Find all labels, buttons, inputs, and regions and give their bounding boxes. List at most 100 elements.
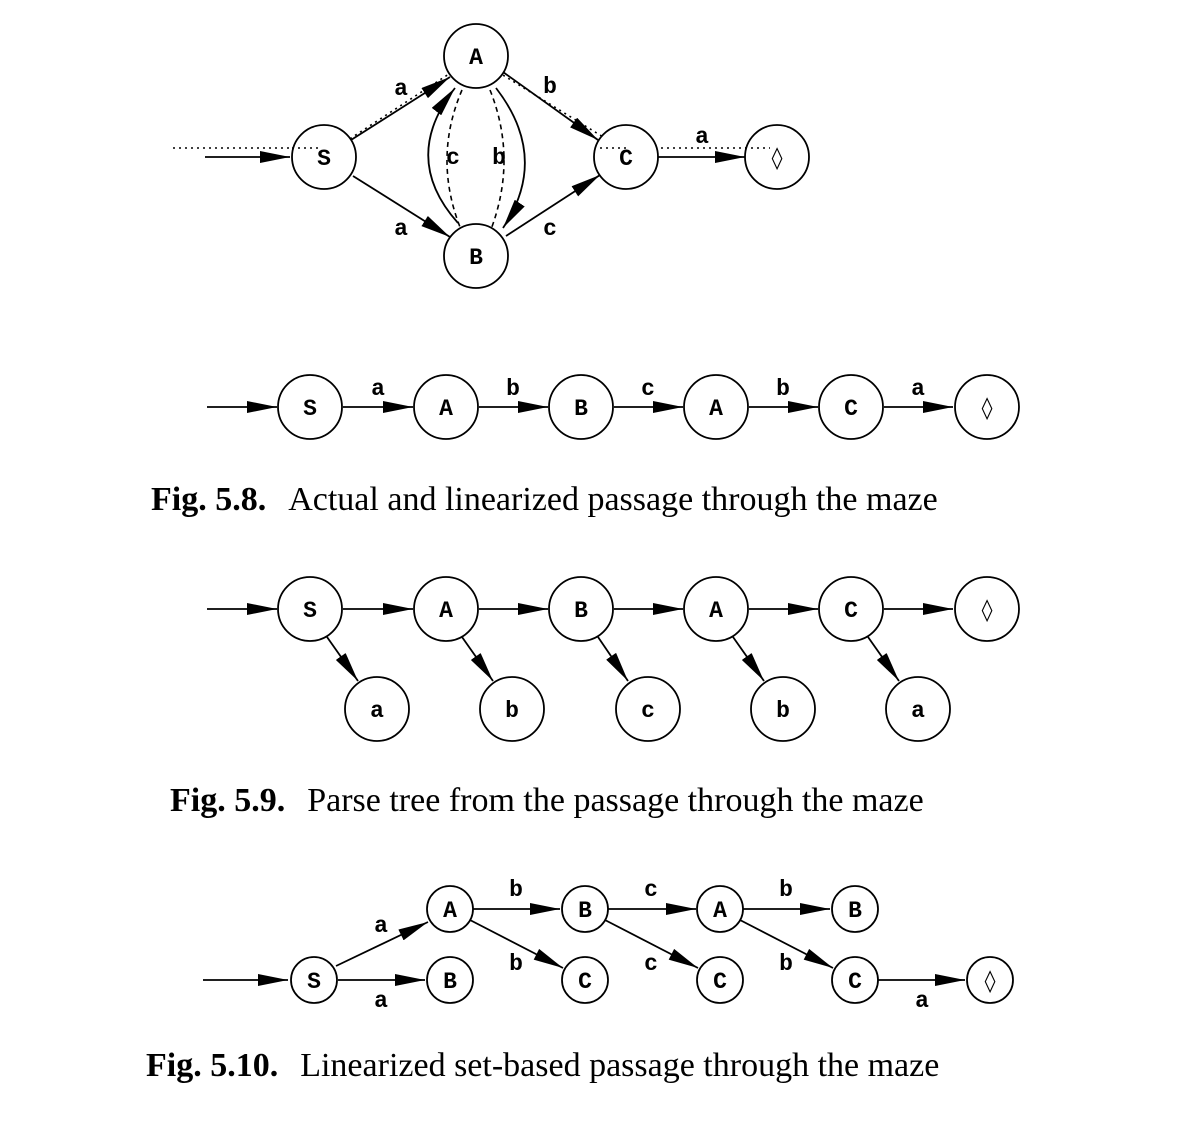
maze-graph: a a c b b c a S A B C ◊ (173, 23, 810, 289)
lin-node-2: A (413, 374, 479, 440)
tree-node-2: A (413, 576, 479, 642)
node-label: B (469, 245, 483, 271)
caption-fig-5-9: Fig. 5.9. Parse tree from the passage th… (170, 782, 924, 819)
end-diamond-icon: ◊ (985, 969, 996, 994)
set-node-b2: B (831, 885, 879, 933)
node-label: A (709, 396, 723, 422)
set-edge-a-c (469, 919, 564, 969)
set-node-a2: A (696, 885, 744, 933)
node-label: A (469, 45, 483, 71)
end-diamond-icon: ◊ (982, 598, 993, 623)
edge-a-c (502, 71, 599, 141)
edge-b-c (505, 174, 601, 237)
tree-leaf-4: b (750, 676, 816, 742)
set-node-c1: C (561, 956, 609, 1004)
maze-node-b: B (443, 223, 509, 289)
lin-node-4: A (683, 374, 749, 440)
node-label: A (443, 898, 457, 924)
tree-node-3: B (548, 576, 614, 642)
tree-leaf-edge-1 (326, 636, 359, 682)
caption-number: Fig. 5.8. (151, 481, 266, 518)
caption-text: Linearized set-based passage through the… (300, 1047, 939, 1084)
node-label: B (578, 898, 592, 924)
caption-number: Fig. 5.9. (170, 782, 285, 819)
node-label: S (303, 396, 317, 422)
node-label: A (439, 598, 453, 624)
node-label: C (619, 146, 633, 172)
passage-dashed-a-b (489, 89, 505, 233)
node-label: A (709, 598, 723, 624)
set-label-b-a: c (644, 877, 658, 903)
set-based-passage: a a b b c c b b a A B A B S B C C C ◊ (203, 877, 1014, 1014)
node-label: B (574, 396, 588, 422)
leaf-label: b (776, 698, 790, 724)
tree-node-1: S (277, 576, 343, 642)
caption-text: Actual and linearized passage through th… (288, 481, 938, 518)
set-label-c-end: a (915, 988, 929, 1014)
lin-node-5: C (818, 374, 884, 440)
label-b-c: c (543, 216, 557, 242)
maze-node-s: S (291, 124, 357, 190)
node-label: C (848, 969, 862, 995)
set-node-b0: B (426, 956, 474, 1004)
lin-label-4: b (776, 376, 790, 402)
set-edge-b-c (604, 919, 699, 969)
set-label-b-c: c (644, 951, 658, 977)
tree-node-6: ◊ (954, 576, 1020, 642)
lin-node-6: ◊ (954, 374, 1020, 440)
node-label: C (844, 396, 858, 422)
lin-node-1: S (277, 374, 343, 440)
node-label: B (443, 969, 457, 995)
linearized-path: a b c b a S A B A C ◊ (207, 374, 1020, 440)
lin-label-1: a (371, 376, 385, 402)
maze-node-a: A (443, 23, 509, 89)
node-label: S (303, 598, 317, 624)
leaf-label: a (911, 698, 925, 724)
set-node-end: ◊ (966, 956, 1014, 1004)
tree-leaf-edge-4 (732, 636, 765, 682)
lin-label-5: a (911, 376, 925, 402)
leaf-label: c (641, 698, 655, 724)
label-s-b: a (394, 216, 408, 242)
node-label: A (439, 396, 453, 422)
set-node-c3: C (831, 956, 879, 1004)
node-label: C (844, 598, 858, 624)
lin-node-3: B (548, 374, 614, 440)
edge-s-b (352, 175, 451, 238)
tree-leaf-edge-3 (597, 636, 629, 682)
node-label: S (317, 146, 331, 172)
maze-node-c: C (593, 124, 659, 190)
label-a-c: b (543, 74, 557, 100)
leaf-label: a (370, 698, 384, 724)
lin-label-2: b (506, 376, 520, 402)
set-node-a1: A (426, 885, 474, 933)
leaf-label: b (505, 698, 519, 724)
maze-node-end: ◊ (744, 124, 810, 190)
node-label: C (578, 969, 592, 995)
edge-s-a (350, 76, 451, 141)
caption-fig-5-8: Fig. 5.8. Actual and linearized passage … (151, 481, 938, 518)
set-label-a2-b: b (779, 877, 793, 903)
tree-leaf-2: b (479, 676, 545, 742)
edge-b-a (427, 87, 459, 224)
label-a-b: b (492, 145, 506, 171)
node-label: B (848, 898, 862, 924)
tree-leaf-5: a (885, 676, 951, 742)
end-diamond-icon: ◊ (772, 146, 783, 171)
tree-leaf-1: a (344, 676, 410, 742)
end-diamond-icon: ◊ (982, 396, 993, 421)
set-label-s-b: a (374, 988, 388, 1014)
edge-a-b (495, 87, 526, 229)
passage-dashed-b-a (446, 89, 463, 233)
tree-node-4: A (683, 576, 749, 642)
node-label: S (307, 969, 321, 995)
set-node-c2: C (696, 956, 744, 1004)
tree-node-5: C (818, 576, 884, 642)
set-edge-s-a (335, 921, 429, 967)
tree-leaf-edge-2 (461, 636, 494, 682)
node-label: C (713, 969, 727, 995)
tree-leaf-edge-5 (867, 636, 900, 682)
label-b-a: c (446, 145, 460, 171)
caption-number: Fig. 5.10. (146, 1047, 278, 1084)
